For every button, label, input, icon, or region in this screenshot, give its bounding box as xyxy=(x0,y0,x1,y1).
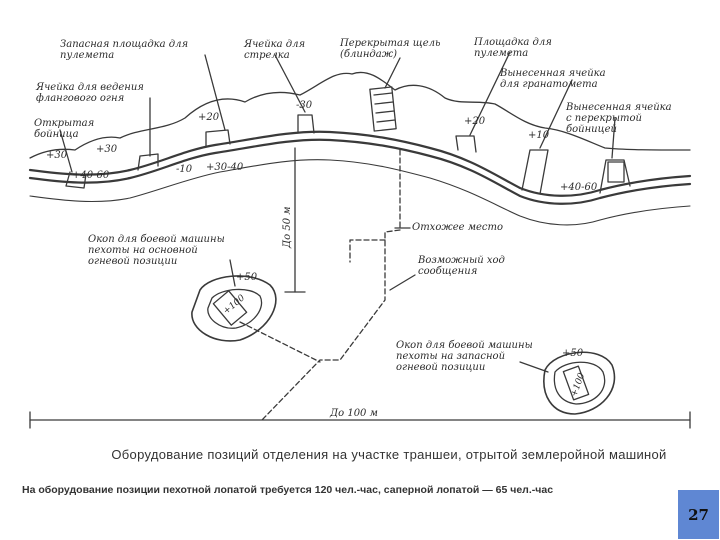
figure-footnote: На оборудование позиции пехотной лопатой… xyxy=(22,484,554,496)
leader-covered-loop xyxy=(611,117,616,159)
dugout-hatch xyxy=(373,92,396,123)
comm-trench xyxy=(261,149,401,421)
label-rifle-cell: Ячейка для стрелка xyxy=(244,39,306,61)
leader-main-ifv xyxy=(229,259,236,287)
mark-p20-right: +20 xyxy=(464,116,486,127)
cell-flank xyxy=(137,153,159,171)
mark-p50-main: +50 xyxy=(236,272,258,283)
dim-100m: До 100 м xyxy=(330,408,378,419)
leader-grenadier xyxy=(539,79,573,149)
ifv-reserve-vehicle xyxy=(562,365,590,401)
rear-edge xyxy=(29,159,691,226)
leader-reserve-mg xyxy=(204,54,226,131)
label-latrine: Отхожее место xyxy=(412,222,504,233)
label-open-loophole: Открытая бойница xyxy=(34,118,95,140)
latrine-branch xyxy=(349,239,386,263)
dim-50m: До 50 м xyxy=(282,206,293,248)
label-comm-trench: Возможный ход сообщения xyxy=(418,255,505,277)
figure-caption: Оборудование позиций отделения на участк… xyxy=(111,447,667,462)
leader-rifle xyxy=(274,54,306,113)
mark-p30-40: +30-40 xyxy=(206,162,244,173)
mark-p30-mid: +30 xyxy=(96,144,118,155)
trench-wall-top xyxy=(28,130,692,197)
mark-p40-60-left: +40-60 xyxy=(72,170,110,181)
leader-loophole xyxy=(59,129,73,173)
label-covered-loophole-cell: Вынесенная ячейка с перекрытой бойницей xyxy=(566,102,672,135)
ifv-reserve-pit xyxy=(543,351,616,415)
label-grenadier-cell: Вынесенная ячейка для гранатомета xyxy=(500,68,606,90)
page-number-badge: 27 xyxy=(678,490,719,539)
mark-p30-left: +30 xyxy=(46,150,68,161)
leader-slot xyxy=(384,57,401,89)
mark-p10-right: +10 xyxy=(528,130,550,141)
cell-left xyxy=(65,171,87,189)
cell-rifle xyxy=(297,114,315,134)
leader-reserve-ifv xyxy=(519,361,549,373)
cell-right-mg xyxy=(455,135,477,153)
mark-p50-reserve: +50 xyxy=(562,348,584,359)
leader-mg xyxy=(469,51,511,136)
label-reserve-mg: Запасная площадка для пулемета xyxy=(60,39,189,61)
label-reserve-ifv-trench: Окоп для боевой машины пехоты на запасно… xyxy=(396,340,533,373)
mark-m30: -30 xyxy=(296,100,313,111)
ifv-main-vehicle xyxy=(212,290,248,326)
ifv-main-inner xyxy=(207,288,263,329)
cell-mid xyxy=(205,129,231,147)
mark-p40-60-right: +40-60 xyxy=(560,182,598,193)
ifv-main-pit xyxy=(191,275,277,342)
leader-comm xyxy=(389,274,416,291)
mark-m10: -10 xyxy=(176,164,193,175)
label-flank-cell: Ячейка для ведения флангового огня xyxy=(36,82,144,104)
label-main-ifv-trench: Окоп для боевой машины пехоты на основно… xyxy=(88,234,225,267)
label-mg-platform: Площадка для пулемета xyxy=(474,37,552,59)
loophole-cell xyxy=(599,159,631,194)
loophole-cover xyxy=(607,161,625,183)
trench-wall-bottom xyxy=(28,138,692,205)
label-covered-slot: Перекрытая щель (блиндаж) xyxy=(340,38,441,60)
parapet-outline xyxy=(29,71,691,159)
ifv-reserve-inner xyxy=(553,361,606,405)
grenadier-cell xyxy=(521,149,549,195)
mark-p20-left: +20 xyxy=(198,112,220,123)
dugout-block xyxy=(369,86,397,132)
comm-trench-left xyxy=(239,321,321,363)
